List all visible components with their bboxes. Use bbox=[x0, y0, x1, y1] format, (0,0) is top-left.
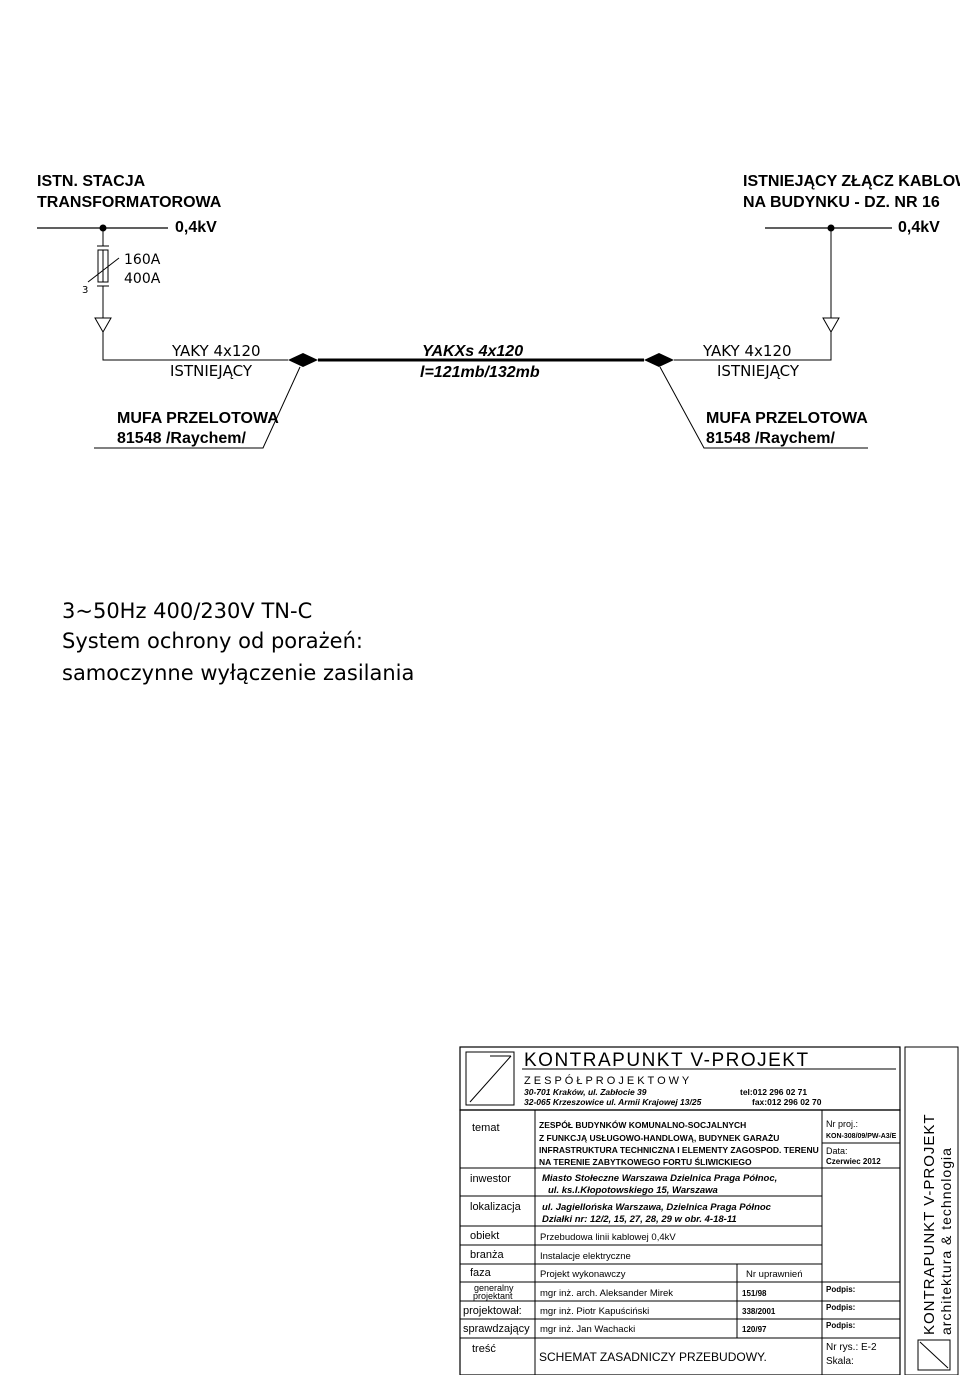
left-cable-status: ISTNIEJĄCY bbox=[170, 362, 253, 380]
right-joint-icon bbox=[644, 353, 674, 367]
value-generalny-nr: 151/98 bbox=[742, 1289, 767, 1298]
fax: fax:012 296 02 70 bbox=[752, 1097, 822, 1107]
phone: tel:012 296 02 71 bbox=[740, 1087, 807, 1097]
value-projektowal-nr: 338/2001 bbox=[742, 1307, 776, 1316]
team-label: Z E S P Ó Ł P R O J E K T O W Y bbox=[524, 1074, 690, 1087]
value-temat-3: INFRASTRUKTURA TECHNICZNA I ELEMENTY ZAG… bbox=[539, 1145, 819, 1155]
value-nr-proj: KON-308/09/PW-A3/E bbox=[826, 1133, 897, 1140]
new-cable-length: l=121mb/132mb bbox=[420, 364, 540, 381]
label-generalny-2: projektant bbox=[473, 1291, 513, 1301]
left-fuse-rating-1: 160A bbox=[124, 252, 161, 268]
label-temat: temat bbox=[472, 1122, 500, 1134]
right-source-title-1: ISTNIEJĄCY ZŁĄCZ KABLOWY bbox=[743, 173, 960, 190]
value-obiekt: Przebudowa linii kablowej 0,4kV bbox=[540, 1232, 676, 1243]
value-branza: Instalacje elektryczne bbox=[540, 1251, 631, 1262]
left-fuse-icon bbox=[87, 228, 120, 318]
right-joint-leader bbox=[659, 366, 868, 449]
right-cable-line bbox=[674, 332, 832, 361]
label-podpis-1: Podpis: bbox=[826, 1285, 855, 1294]
value-projektowal: mgr inż. Piotr Kapuściński bbox=[540, 1306, 649, 1317]
left-voltage-label: 0,4kV bbox=[175, 219, 217, 236]
right-voltage-label: 0,4kV bbox=[898, 219, 940, 236]
value-temat-1: ZESPÓŁ BUDYNKÓW KOMUNALNO-SOCJALNYCH bbox=[539, 1119, 746, 1130]
left-source-title-2: TRANSFORMATOROWA bbox=[37, 194, 222, 211]
left-source-title-1: ISTN. STACJA bbox=[37, 173, 146, 190]
label-data: Data: bbox=[826, 1146, 848, 1156]
label-lokalizacja: lokalizacja bbox=[470, 1201, 522, 1213]
label-generalny-1: generalny bbox=[474, 1283, 514, 1293]
label-inwestor: inwestor bbox=[470, 1173, 511, 1185]
left-cable-type: YAKY 4x120 bbox=[171, 342, 261, 360]
right-cable-head-icon bbox=[822, 317, 840, 334]
right-joint-label-1: MUFA PRZELOTOWA bbox=[706, 410, 868, 427]
value-faza: Projekt wykonawczy bbox=[540, 1269, 626, 1280]
value-inwestor-1: Miasto Stołeczne Warszawa Dzielnica Prag… bbox=[542, 1173, 777, 1184]
title-block bbox=[459, 1046, 959, 1375]
value-sprawdzajacy: mgr inż. Jan Wachacki bbox=[540, 1324, 635, 1335]
note-protection-method: samoczynne wyłączenie zasilania bbox=[62, 661, 414, 685]
label-faza: faza bbox=[470, 1267, 492, 1279]
value-inwestor-2: ul. ks.I.Kłopotowskiego 15, Warszawa bbox=[548, 1185, 718, 1196]
side-tagline: architektura & technologia bbox=[938, 1147, 954, 1335]
right-cable-status: ISTNIEJĄCY bbox=[717, 362, 800, 380]
label-podpis-3: Podpis: bbox=[826, 1321, 855, 1330]
value-temat-2: Z FUNKCJĄ USŁUGOWO-HANDLOWĄ, BUDYNEK GAR… bbox=[539, 1133, 779, 1143]
left-joint-leader bbox=[94, 366, 301, 449]
company-name: KONTRAPUNKT V-PROJEKT bbox=[524, 1050, 810, 1071]
right-source-title-2: NA BUDYNKU - DZ. NR 16 bbox=[743, 194, 940, 211]
value-tresc: SCHEMAT ZASADNICZY PRZEBUDOWY. bbox=[539, 1350, 767, 1364]
label-branza: branża bbox=[470, 1249, 505, 1261]
value-data: Czerwiec 2012 bbox=[826, 1157, 881, 1166]
label-nr-proj: Nr proj.: bbox=[826, 1119, 858, 1129]
label-nr-uprawnien: Nr uprawnień bbox=[746, 1269, 803, 1280]
left-cable-line bbox=[102, 332, 288, 361]
left-joint-label-1: MUFA PRZELOTOWA bbox=[117, 410, 279, 427]
right-cable-type: YAKY 4x120 bbox=[702, 342, 792, 360]
left-joint-label-2: 81548 /Raychem/ bbox=[117, 430, 247, 447]
label-projektowal: projektował: bbox=[463, 1305, 522, 1317]
left-cable-head-icon bbox=[94, 317, 112, 334]
note-supply: 3~50Hz 400/230V TN-C bbox=[62, 599, 312, 623]
value-lokalizacja-2: Działki nr: 12/2, 15, 27, 28, 29 w obr. … bbox=[542, 1214, 737, 1225]
side-company-name: KONTRAPUNKT V-PROJEKT bbox=[921, 1113, 938, 1335]
right-joint-label-2: 81548 /Raychem/ bbox=[706, 430, 836, 447]
left-joint-icon bbox=[288, 353, 318, 367]
address-2: 32-065 Krzeszowice ul. Armii Krajowej 13… bbox=[524, 1097, 702, 1107]
value-temat-4: NA TERENIE ZABYTKOWEGO FORTU ŚLIWICKIEGO bbox=[539, 1156, 752, 1167]
note-protection-title: System ochrony od porażeń: bbox=[62, 629, 363, 653]
left-fuse-rating-2: 400A bbox=[124, 271, 161, 287]
label-obiekt: obiekt bbox=[470, 1230, 499, 1242]
new-cable-type: YAKXs 4x120 bbox=[422, 343, 523, 360]
address-1: 30-701 Kraków, ul. Zabłocie 39 bbox=[524, 1087, 647, 1097]
value-lokalizacja-1: ul. Jagiellońska Warszawa, Dzielnica Pra… bbox=[542, 1202, 772, 1213]
label-tresc: treść bbox=[472, 1343, 496, 1355]
left-fuse-count: 3 bbox=[82, 285, 88, 296]
value-sprawdzajacy-nr: 120/97 bbox=[742, 1325, 767, 1334]
label-sprawdzajacy: sprawdzający bbox=[463, 1323, 530, 1335]
label-skala: Skala: bbox=[826, 1356, 854, 1367]
value-generalny: mgr inż. arch. Aleksander Mirek bbox=[540, 1288, 673, 1299]
value-nr-rys: Nr rys.: E-2 bbox=[826, 1342, 877, 1353]
label-podpis-2: Podpis: bbox=[826, 1303, 855, 1312]
